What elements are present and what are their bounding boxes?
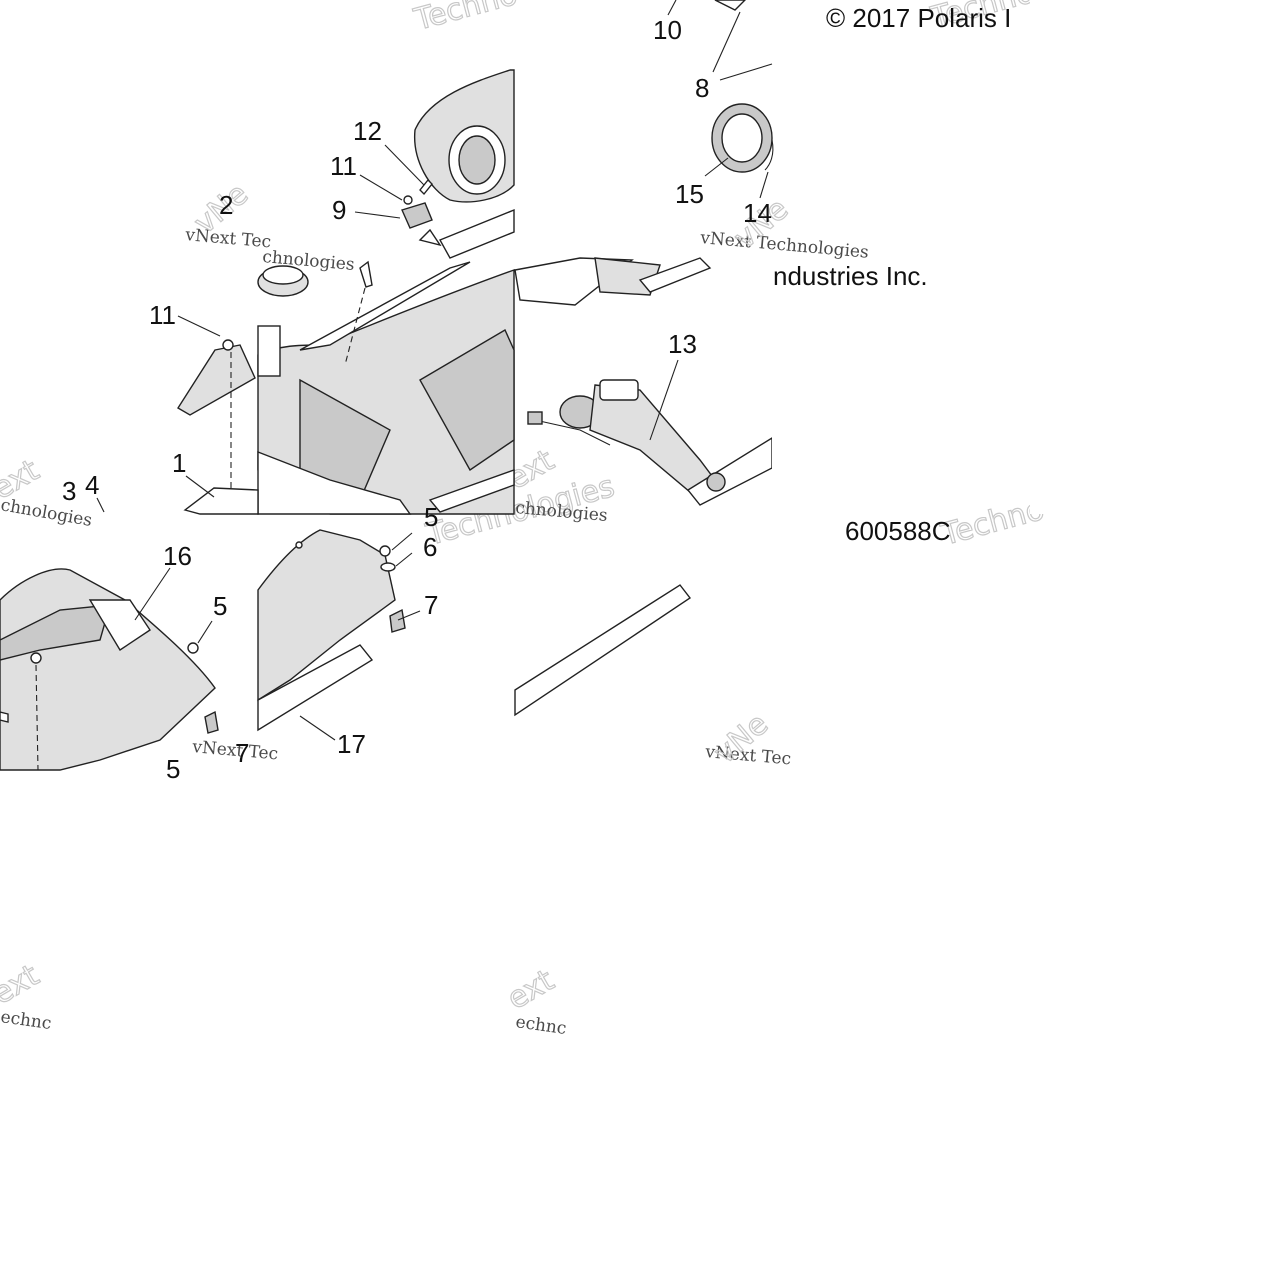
- leader-lines: [96, 0, 773, 741]
- callout-8: 8: [695, 73, 709, 103]
- callout-17: 17: [337, 729, 366, 759]
- copyright-block: © 2017 Polaris I ndustries Inc. 600588C: [773, 3, 1011, 546]
- fuel-tank-upper: [414, 69, 515, 259]
- filler-neck: [257, 265, 309, 377]
- callout-16: 16: [163, 541, 192, 571]
- mount-plate: [183, 487, 259, 515]
- callout-12: 12: [353, 116, 382, 146]
- fuel-pump-assembly: [514, 257, 773, 506]
- vent-bracket: [714, 0, 746, 11]
- callout-11: 11: [330, 151, 357, 181]
- copyright-line-2: ndustries Inc.: [773, 261, 928, 291]
- callout-9: 9: [332, 195, 346, 225]
- watermark-vnext-full: vNext Technologies: [699, 228, 870, 263]
- callout-1: 1: [172, 448, 186, 478]
- callout-5: 5: [213, 591, 227, 621]
- callout-14: 14: [743, 198, 772, 228]
- watermark-technologies: Techno: [410, 0, 521, 38]
- body-panel: [0, 568, 216, 771]
- callout-11: 11: [149, 300, 176, 330]
- strip-pads: [514, 584, 692, 717]
- fuel-cap-ring: [711, 103, 774, 173]
- callout-10: 10: [653, 15, 682, 45]
- callout-2: 2: [219, 190, 233, 220]
- tank-lower: [257, 529, 396, 732]
- callout-13: 13: [668, 329, 697, 359]
- callout-4: 4: [85, 470, 99, 500]
- copyright-line-1: © 2017 Polaris I: [826, 3, 1011, 33]
- watermark-chnologies: chnologies: [0, 495, 94, 531]
- watermark-vnext: vNext Tec: [184, 225, 272, 253]
- callout-15: 15: [675, 179, 704, 209]
- figure-id: 600588C: [845, 516, 951, 546]
- callout-labels: 10 8 12 11 9 2 15 14 11 13 1 3 4 5 6 16 …: [62, 15, 772, 784]
- callout-5: 5: [424, 502, 438, 532]
- fuel-tank-main: [257, 261, 515, 515]
- hose-clamp: [401, 178, 433, 229]
- mount-bracket-left: [177, 339, 256, 416]
- fasteners-center: [344, 228, 442, 366]
- callout-7: 7: [235, 738, 249, 768]
- callout-7: 7: [424, 590, 438, 620]
- callout-3: 3: [62, 476, 76, 506]
- callout-5: 5: [166, 754, 180, 784]
- callout-6: 6: [423, 532, 437, 562]
